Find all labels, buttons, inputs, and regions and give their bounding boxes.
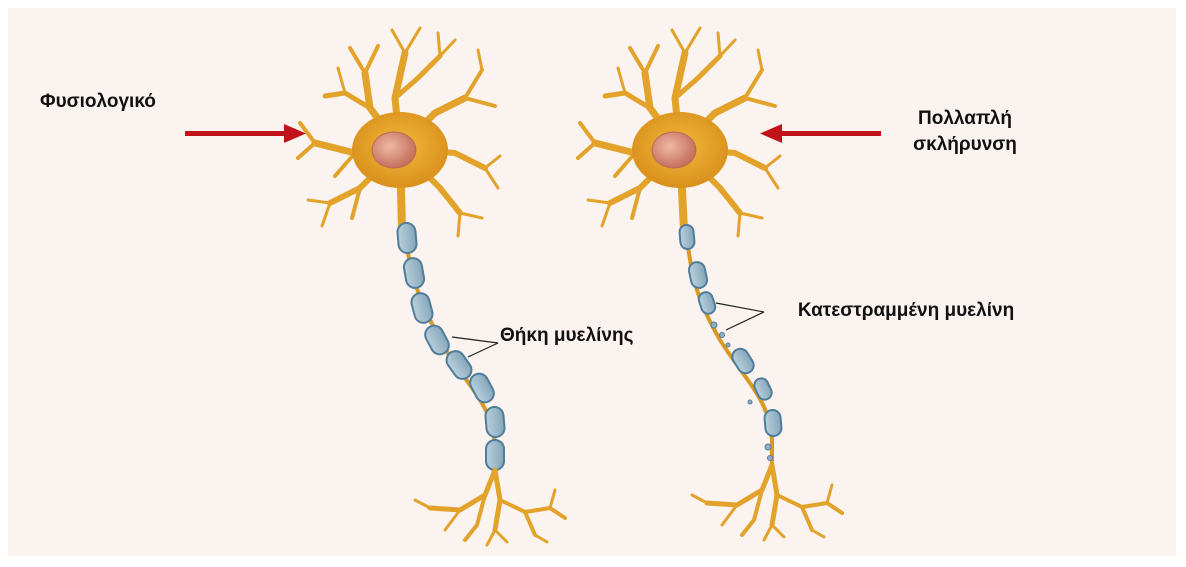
label-multiple-sclerosis: Πολλαπλή σκλήρυνση (880, 106, 1050, 158)
label-normal: Φυσιολογικό (40, 89, 156, 115)
normal-myelin-sheath (397, 222, 506, 470)
damaged-myelin-pointer-lines (716, 303, 764, 330)
label-damaged-myelin: Κατεστραμμένη μυελίνη (786, 298, 1026, 324)
normal-nucleus (372, 132, 416, 168)
ms-damaged-myelin (679, 224, 782, 436)
arrow-normal (185, 124, 306, 143)
normal-axon-terminal (415, 470, 565, 545)
arrow-ms (760, 124, 881, 143)
ms-axon-terminal (692, 465, 842, 540)
ms-neuron (578, 28, 842, 540)
normal-neuron (298, 28, 565, 545)
label-myelin-sheath: Θήκη μυελίνης (500, 323, 633, 349)
ms-nucleus (652, 132, 696, 168)
